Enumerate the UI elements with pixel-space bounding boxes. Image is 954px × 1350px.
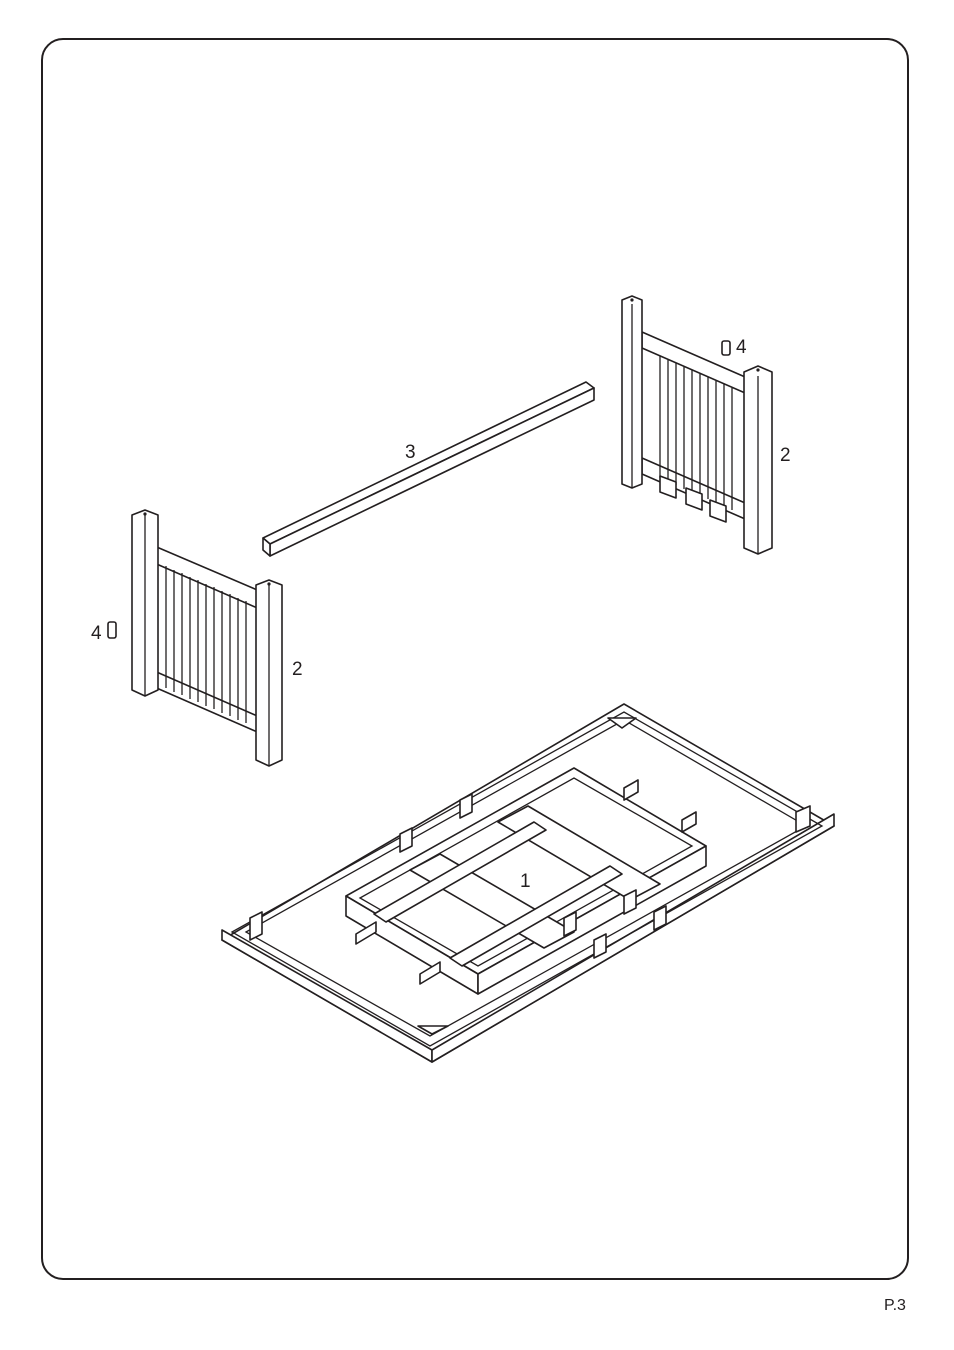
part-2-left-label: 2 bbox=[292, 660, 303, 679]
part-4-left-label: 4 bbox=[91, 624, 102, 643]
page-number: P.3 bbox=[884, 1297, 906, 1315]
part-1-label: 1 bbox=[520, 872, 531, 891]
leg-assembly-right-part-2 bbox=[622, 296, 772, 554]
part-3-label: 3 bbox=[405, 443, 416, 462]
part-2-right-label: 2 bbox=[780, 446, 791, 465]
stretcher-rail-part-3 bbox=[263, 382, 594, 556]
part-4-right-label: 4 bbox=[736, 338, 747, 357]
leg-assembly-left-part-2 bbox=[108, 510, 282, 766]
